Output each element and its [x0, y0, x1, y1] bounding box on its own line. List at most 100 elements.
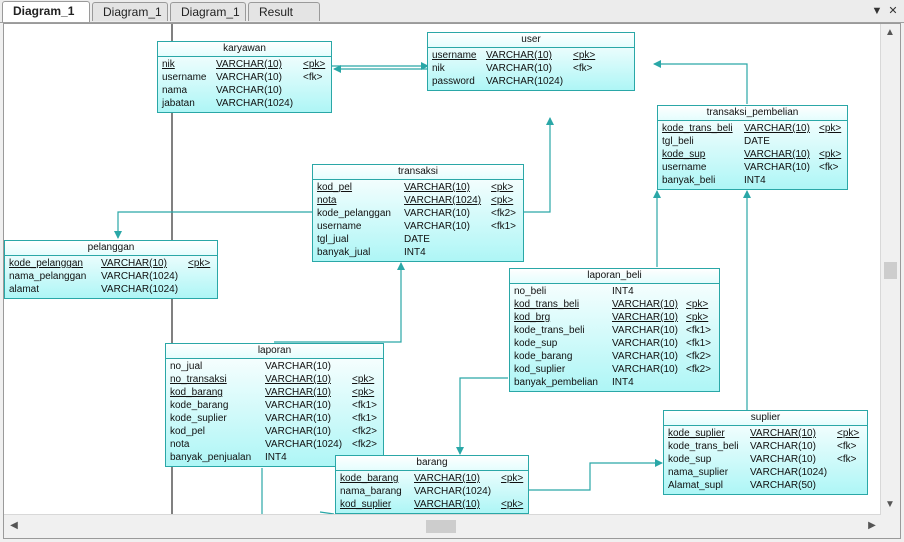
column-type: VARCHAR(10) — [612, 338, 678, 349]
column-row: nama_pelanggan VARCHAR(1024) — [5, 270, 217, 283]
column-type: VARCHAR(10) — [265, 400, 331, 411]
column-type: INT4 — [744, 175, 766, 186]
column-type: VARCHAR(10) — [612, 351, 678, 362]
column-name: jabatan — [162, 98, 195, 109]
close-icon[interactable]: ✕ — [888, 5, 898, 17]
column-row: nik VARCHAR(10) <pk> — [158, 58, 331, 71]
column-type: VARCHAR(10) — [486, 50, 552, 61]
link-transaksi-pelanggan — [114, 211, 312, 239]
column-name: nama — [162, 85, 188, 96]
column-key: <pk> — [819, 123, 842, 134]
column-type: VARCHAR(10) — [486, 63, 552, 74]
column-key: <pk> — [501, 473, 524, 484]
column-type: VARCHAR(10) — [612, 364, 678, 375]
column-type: VARCHAR(10) — [216, 59, 282, 70]
column-name: nama_barang — [340, 486, 402, 497]
column-name: kod_barang — [170, 387, 223, 398]
column-type: VARCHAR(10) — [612, 312, 678, 323]
column-key: <fk1> — [352, 413, 378, 424]
column-key: <fk> — [303, 72, 323, 83]
column-name: kod_pel — [317, 182, 353, 193]
column-name: banyak_jual — [317, 247, 371, 258]
column-name: kode_sup — [662, 149, 706, 160]
tab-result-list[interactable]: Result List — [248, 2, 320, 38]
scroll-down-icon[interactable]: ▼ — [885, 499, 895, 510]
column-name: password — [432, 76, 475, 87]
entity-title: transaksi — [313, 165, 523, 180]
column-name: kod_brg — [514, 312, 551, 323]
column-row: banyak_beli INT4 — [658, 174, 847, 187]
column-type: VARCHAR(10) — [404, 221, 470, 232]
column-name: nik — [162, 59, 175, 70]
scroll-right-icon[interactable]: ▶ — [868, 520, 876, 531]
column-name: banyak_beli — [662, 175, 716, 186]
vertical-scrollbar[interactable]: ▲ ▼ — [880, 24, 900, 515]
column-type: VARCHAR(10) — [265, 387, 331, 398]
column-name: kode_sup — [668, 454, 712, 465]
tab-diagram-1-b[interactable]: Diagram_1 — [92, 2, 168, 21]
column-type: VARCHAR(10) — [216, 85, 282, 96]
column-type: VARCHAR(1024) — [101, 271, 179, 282]
column-type: VARCHAR(10) — [612, 325, 678, 336]
column-key: <pk> — [303, 59, 326, 70]
column-key: <pk> — [837, 428, 860, 439]
column-key: <pk> — [819, 149, 842, 160]
column-type: VARCHAR(1024) — [265, 439, 343, 450]
scroll-left-icon[interactable]: ◀ — [10, 520, 18, 531]
column-key: <pk> — [686, 312, 709, 323]
scroll-up-icon[interactable]: ▲ — [885, 27, 895, 38]
column-key: <pk> — [352, 387, 375, 398]
column-type: VARCHAR(10) — [216, 72, 282, 83]
column-key: <fk2> — [491, 208, 517, 219]
column-row: nama VARCHAR(10) — [158, 84, 331, 97]
column-name: kode_pelanggan — [317, 208, 391, 219]
tab-diagram-1-c[interactable]: Diagram_1 — [170, 2, 246, 21]
column-key: <fk2> — [352, 439, 378, 450]
column-type: VARCHAR(10) — [404, 208, 470, 219]
horizontal-scrollbar[interactable]: ◀ ▶ — [4, 514, 881, 538]
column-key: <fk> — [819, 162, 839, 173]
column-name: nama_pelanggan — [9, 271, 87, 282]
tab-diagram-1-active[interactable]: Diagram_1 — [2, 1, 90, 22]
column-name: kod_trans_beli — [514, 299, 580, 310]
column-name: kode_pelanggan — [9, 258, 83, 269]
vertical-scroll-thumb[interactable] — [884, 262, 897, 279]
column-type: VARCHAR(10) — [612, 299, 678, 310]
column-key: <fk1> — [686, 325, 712, 336]
column-name: banyak_penjualan — [170, 452, 252, 463]
horizontal-scroll-thumb[interactable] — [426, 520, 456, 533]
tab-bar: Diagram_1 Diagram_1 Diagram_1 Result Lis… — [0, 0, 904, 38]
column-name: kod_suplier — [514, 364, 566, 375]
entity-title: transaksi_pembelian — [658, 106, 847, 121]
column-name: username — [162, 72, 207, 83]
column-name: username — [432, 50, 477, 61]
column-type: VARCHAR(10) — [265, 413, 331, 424]
column-type: VARCHAR(10) — [750, 428, 816, 439]
tab-dropdown-icon[interactable]: ▼ — [871, 5, 883, 17]
column-row: kod_brg VARCHAR(10) <pk> — [510, 311, 719, 324]
